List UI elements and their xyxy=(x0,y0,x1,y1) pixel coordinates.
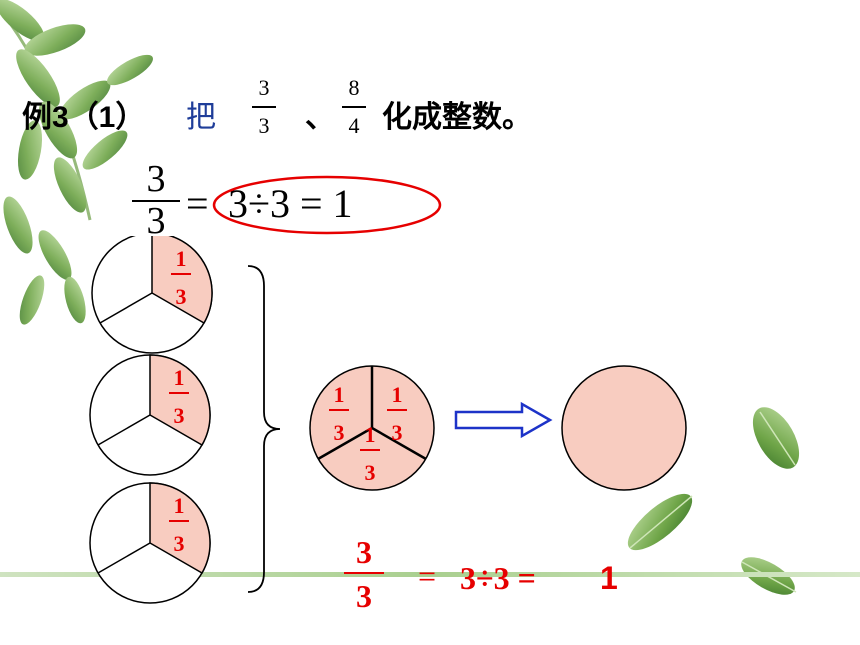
pie-label-numerator: 1 xyxy=(334,382,345,407)
pie-third-2: 1 3 xyxy=(89,354,211,476)
equation-bottom-result: 1 xyxy=(600,560,618,596)
pie-label-numerator: 1 xyxy=(174,365,185,390)
pie-label-denominator: 3 xyxy=(334,420,345,445)
pie-label-denominator: 3 xyxy=(392,420,403,445)
pie-label-numerator: 1 xyxy=(365,422,376,447)
title-fraction-8-4: 8 4 xyxy=(340,76,368,138)
fraction-numerator: 8 xyxy=(348,75,360,100)
title-fraction-3-3: 3 3 xyxy=(250,76,278,138)
pie-label-numerator: 1 xyxy=(392,382,403,407)
fraction-numerator: 3 xyxy=(146,158,166,200)
fraction-denominator: 3 xyxy=(258,113,270,138)
pie-label-denominator: 3 xyxy=(174,531,185,556)
example-label: 例3（1） xyxy=(22,101,146,134)
fraction-bar xyxy=(342,106,366,108)
fraction-denominator: 3 xyxy=(356,578,372,614)
equation-top-expression: 3÷3 = 1 xyxy=(228,181,353,226)
title-separator: 、 xyxy=(305,101,335,134)
equation-bottom-expression: 3÷3 = xyxy=(460,560,536,596)
right-brace-icon xyxy=(247,265,281,593)
ground-line xyxy=(0,572,860,577)
equation-top-fraction: 3 3 xyxy=(132,160,180,240)
leaf-icon xyxy=(752,407,800,469)
whole-circle xyxy=(561,365,687,491)
thirds-pies: 1 3 1 3 1 3 xyxy=(89,236,213,604)
leaf-icon xyxy=(627,493,693,551)
pie-combined: 1 3 1 3 1 3 xyxy=(309,365,435,491)
fraction-bar xyxy=(344,572,384,574)
leaf-branch-icon xyxy=(0,0,153,325)
pie-label-denominator: 3 xyxy=(174,403,185,428)
equation-bottom-equals: = xyxy=(418,558,437,594)
equation-top-equals: = xyxy=(186,181,209,226)
pie-label-numerator: 1 xyxy=(174,493,185,518)
right-arrow-icon xyxy=(454,401,553,439)
fraction-numerator: 3 xyxy=(356,534,372,570)
pie-label-denominator: 3 xyxy=(176,284,187,309)
fraction-denominator: 4 xyxy=(348,113,360,138)
fraction-bar xyxy=(252,106,276,108)
pie-label-numerator: 1 xyxy=(176,246,187,271)
highlight-ellipse xyxy=(212,175,442,235)
verb-ba: 把 xyxy=(186,101,216,134)
fraction-bar xyxy=(132,200,180,202)
fraction-numerator: 3 xyxy=(258,75,270,100)
fraction-denominator: 3 xyxy=(146,200,166,242)
pie-third-3: 1 3 xyxy=(89,482,211,604)
title-suffix: 化成整数。 xyxy=(382,101,532,134)
pie-label-denominator: 3 xyxy=(365,460,376,485)
pie-third-1: 1 3 xyxy=(91,236,213,354)
equation-bottom-fraction: 3 3 xyxy=(344,536,384,612)
